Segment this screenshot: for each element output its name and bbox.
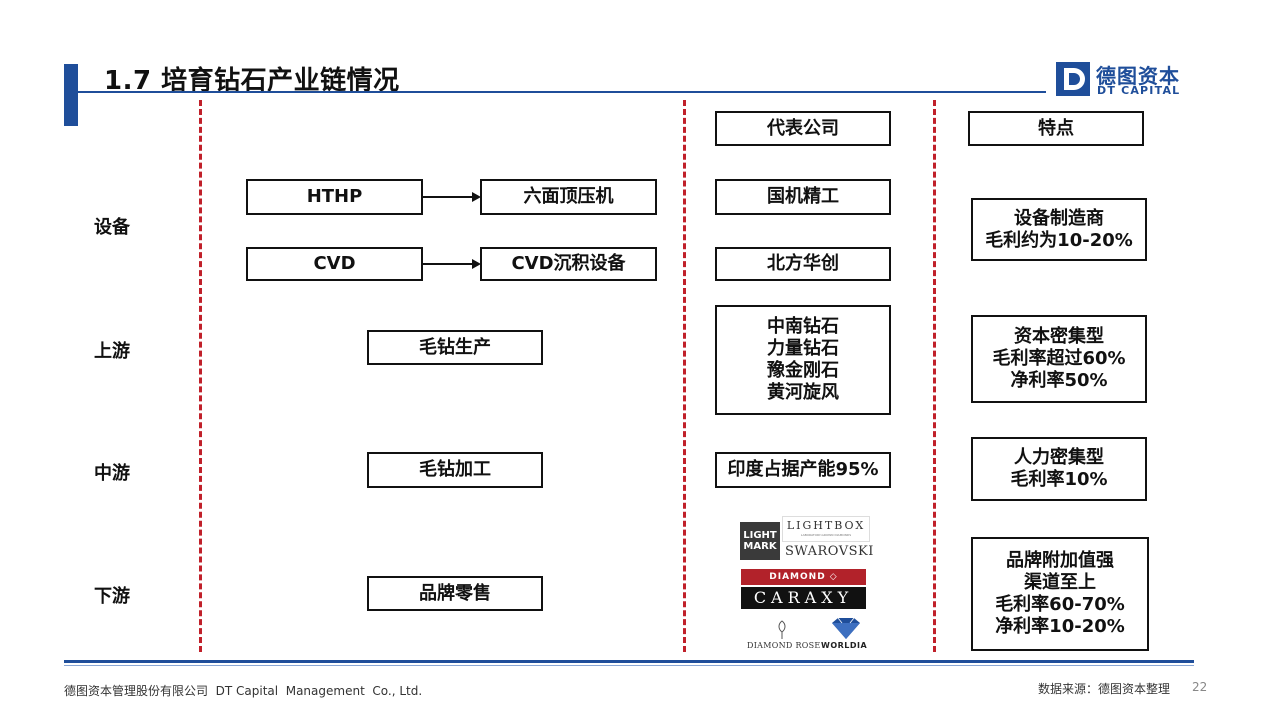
company-equipment-2: 北方华创 xyxy=(715,247,891,281)
arrow-cvd-line xyxy=(423,263,473,265)
company-upstream-1: 中南钻石 xyxy=(767,316,839,337)
feature-midstream-box: 人力密集型 毛利率10% xyxy=(971,437,1147,501)
feature-downstream-box: 品牌附加值强 渠道至上 毛利率60-70% 净利率10-20% xyxy=(971,537,1149,651)
lightbox-logo: LIGHTBOX LABORATORY-GROWN DIAMONDS xyxy=(782,516,870,542)
lightbox-logo-subtext: LABORATORY-GROWN DIAMONDS xyxy=(800,533,852,537)
rough-production-box: 毛钻生产 xyxy=(367,330,543,365)
row-label-downstream: 下游 xyxy=(94,586,130,607)
feature-upstream-3: 净利率50% xyxy=(1010,370,1108,391)
company-midstream: 印度占据产能95% xyxy=(715,452,891,488)
lightmark-logo-line2: MARK xyxy=(743,541,777,552)
diamond-rose-icon xyxy=(775,620,789,644)
worldia-logo: WORLDIA xyxy=(821,641,868,650)
rough-processing-box: 毛钻加工 xyxy=(367,452,543,488)
row-label-upstream: 上游 xyxy=(94,341,130,362)
row-label-midstream: 中游 xyxy=(94,463,130,484)
caraxy-logo: CARAXY xyxy=(741,587,866,609)
company-upstream-2: 力量钻石 xyxy=(767,338,839,359)
cvd-box: CVD xyxy=(246,247,423,281)
title-accent-bar xyxy=(64,64,78,126)
arrow-hthp-line xyxy=(423,196,473,198)
feature-equipment-2: 毛利约为10-20% xyxy=(985,229,1133,251)
logo-text-cn: 德图资本 xyxy=(1096,64,1180,88)
title-underline xyxy=(78,91,1046,93)
company-upstream-3: 豫金刚石 xyxy=(767,360,839,381)
header-companies: 代表公司 xyxy=(715,111,891,146)
lightmark-logo: LIGHT MARK xyxy=(740,522,780,560)
footer-rule xyxy=(64,660,1194,663)
footer-rule-thin xyxy=(64,665,1194,666)
divider-2 xyxy=(683,100,686,652)
feature-equipment-1: 设备制造商 xyxy=(1014,207,1104,229)
cvd-equipment-box: CVD沉积设备 xyxy=(480,247,657,281)
header-features: 特点 xyxy=(968,111,1144,146)
feature-equipment-box: 设备制造商 毛利约为10-20% xyxy=(971,198,1147,261)
arrow-hthp-icon xyxy=(472,192,481,202)
footer-company: 德图资本管理股份有限公司 DT Capital Management Co., … xyxy=(64,684,423,698)
arrow-cvd-icon xyxy=(472,259,481,269)
worldia-diamond-icon xyxy=(828,617,864,645)
hthp-machine-box: 六面顶压机 xyxy=(480,179,657,215)
company-upstream-4: 黄河旋风 xyxy=(767,382,839,403)
feature-upstream-2: 毛利率超过60% xyxy=(992,348,1126,369)
logo-icon xyxy=(1056,62,1090,100)
diamond-rose-logo: DIAMOND ROSE xyxy=(747,641,821,650)
lightbox-logo-text: LIGHTBOX xyxy=(786,519,866,532)
feature-upstream-1: 资本密集型 xyxy=(1014,326,1104,347)
footer-source: 数据来源：德图资本整理 xyxy=(1038,682,1171,696)
swarovski-logo: SWAROVSKI xyxy=(785,544,874,559)
feature-downstream-2: 渠道至上 xyxy=(1024,572,1096,593)
feature-midstream-2: 毛利率10% xyxy=(1010,469,1108,490)
divider-3 xyxy=(933,100,936,652)
feature-downstream-3: 毛利率60-70% xyxy=(995,594,1125,615)
page-number: 22 xyxy=(1192,680,1208,694)
feature-downstream-4: 净利率10-20% xyxy=(995,616,1125,637)
lightmark-logo-line1: LIGHT xyxy=(743,530,777,541)
row-label-equipment: 设备 xyxy=(94,217,130,238)
divider-1 xyxy=(199,100,202,652)
feature-upstream-box: 资本密集型 毛利率超过60% 净利率50% xyxy=(971,315,1147,403)
diamond-foundry-logo: DIAMOND ◇ FOUNDRY xyxy=(741,569,866,598)
company-upstream-box: 中南钻石 力量钻石 豫金刚石 黄河旋风 xyxy=(715,305,891,415)
logo-text-en: DT CAPITAL xyxy=(1097,84,1181,97)
brand-retail-box: 品牌零售 xyxy=(367,576,543,611)
feature-downstream-1: 品牌附加值强 xyxy=(1006,550,1114,571)
feature-midstream-1: 人力密集型 xyxy=(1014,447,1104,468)
company-equipment-1: 国机精工 xyxy=(715,179,891,215)
hthp-box: HTHP xyxy=(246,179,423,215)
